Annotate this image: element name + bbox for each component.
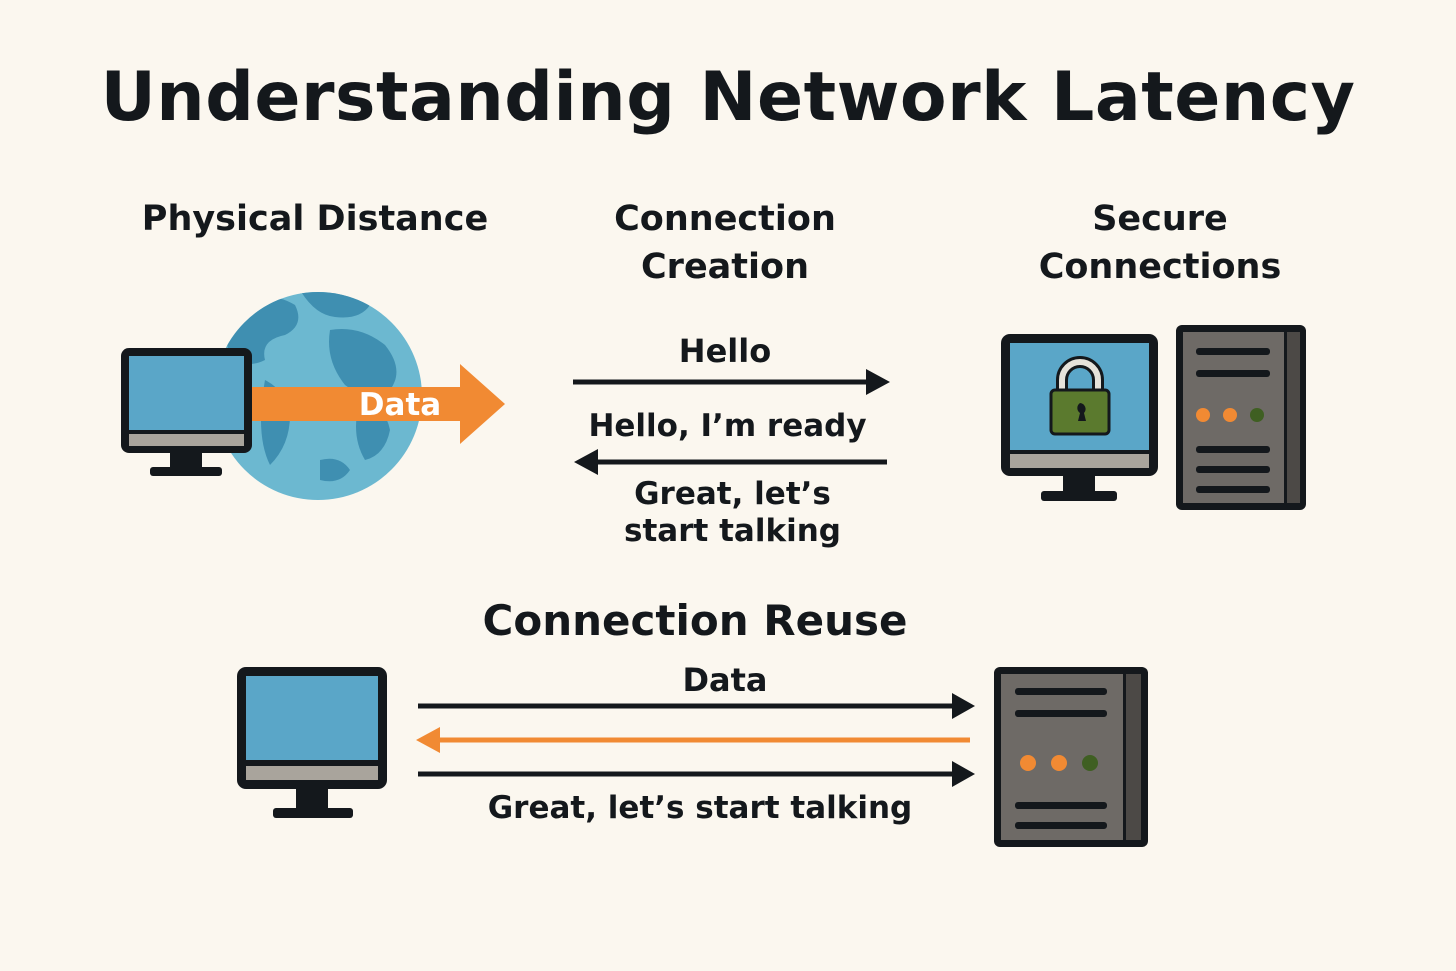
secure-connections-heading-line2: Connections [1038,247,1282,287]
hello-message: Hello [678,332,772,370]
server-icon [1176,325,1306,510]
start-talking-line2: start talking [624,513,841,549]
data-arrow-label: Data [358,387,442,423]
data-arrow-right [418,693,975,719]
response-arrow-left [416,727,970,753]
data-arrow [235,364,505,444]
start-talking-line1: Great, let’s [634,476,831,512]
monitor-icon [237,667,387,818]
monitor-icon [121,348,252,476]
page-title: Understanding Network Latency [100,58,1356,137]
hello-arrow [573,369,890,395]
connection-creation-heading: Connection Creation [560,195,890,291]
lock-icon [1049,356,1111,436]
ready-arrow [574,449,887,475]
reuse-data-message: Data [682,661,768,699]
server-icon [994,667,1148,847]
ready-message: Hello, I’m ready [588,408,867,444]
connection-reuse-heading: Connection Reuse [482,596,908,645]
connection-creation-heading-line2: Creation [641,247,809,287]
talk-arrow-right [418,761,975,787]
physical-distance-heading: Physical Distance [141,199,489,239]
secure-connections-heading-line1: Secure [1092,199,1228,239]
connection-creation-heading-line1: Connection [614,199,836,239]
start-talking-message: Great, let’s start talking [580,476,885,550]
reuse-start-talking-message: Great, let’s start talking [487,790,913,826]
secure-connections-heading: Secure Connections [1000,195,1320,291]
